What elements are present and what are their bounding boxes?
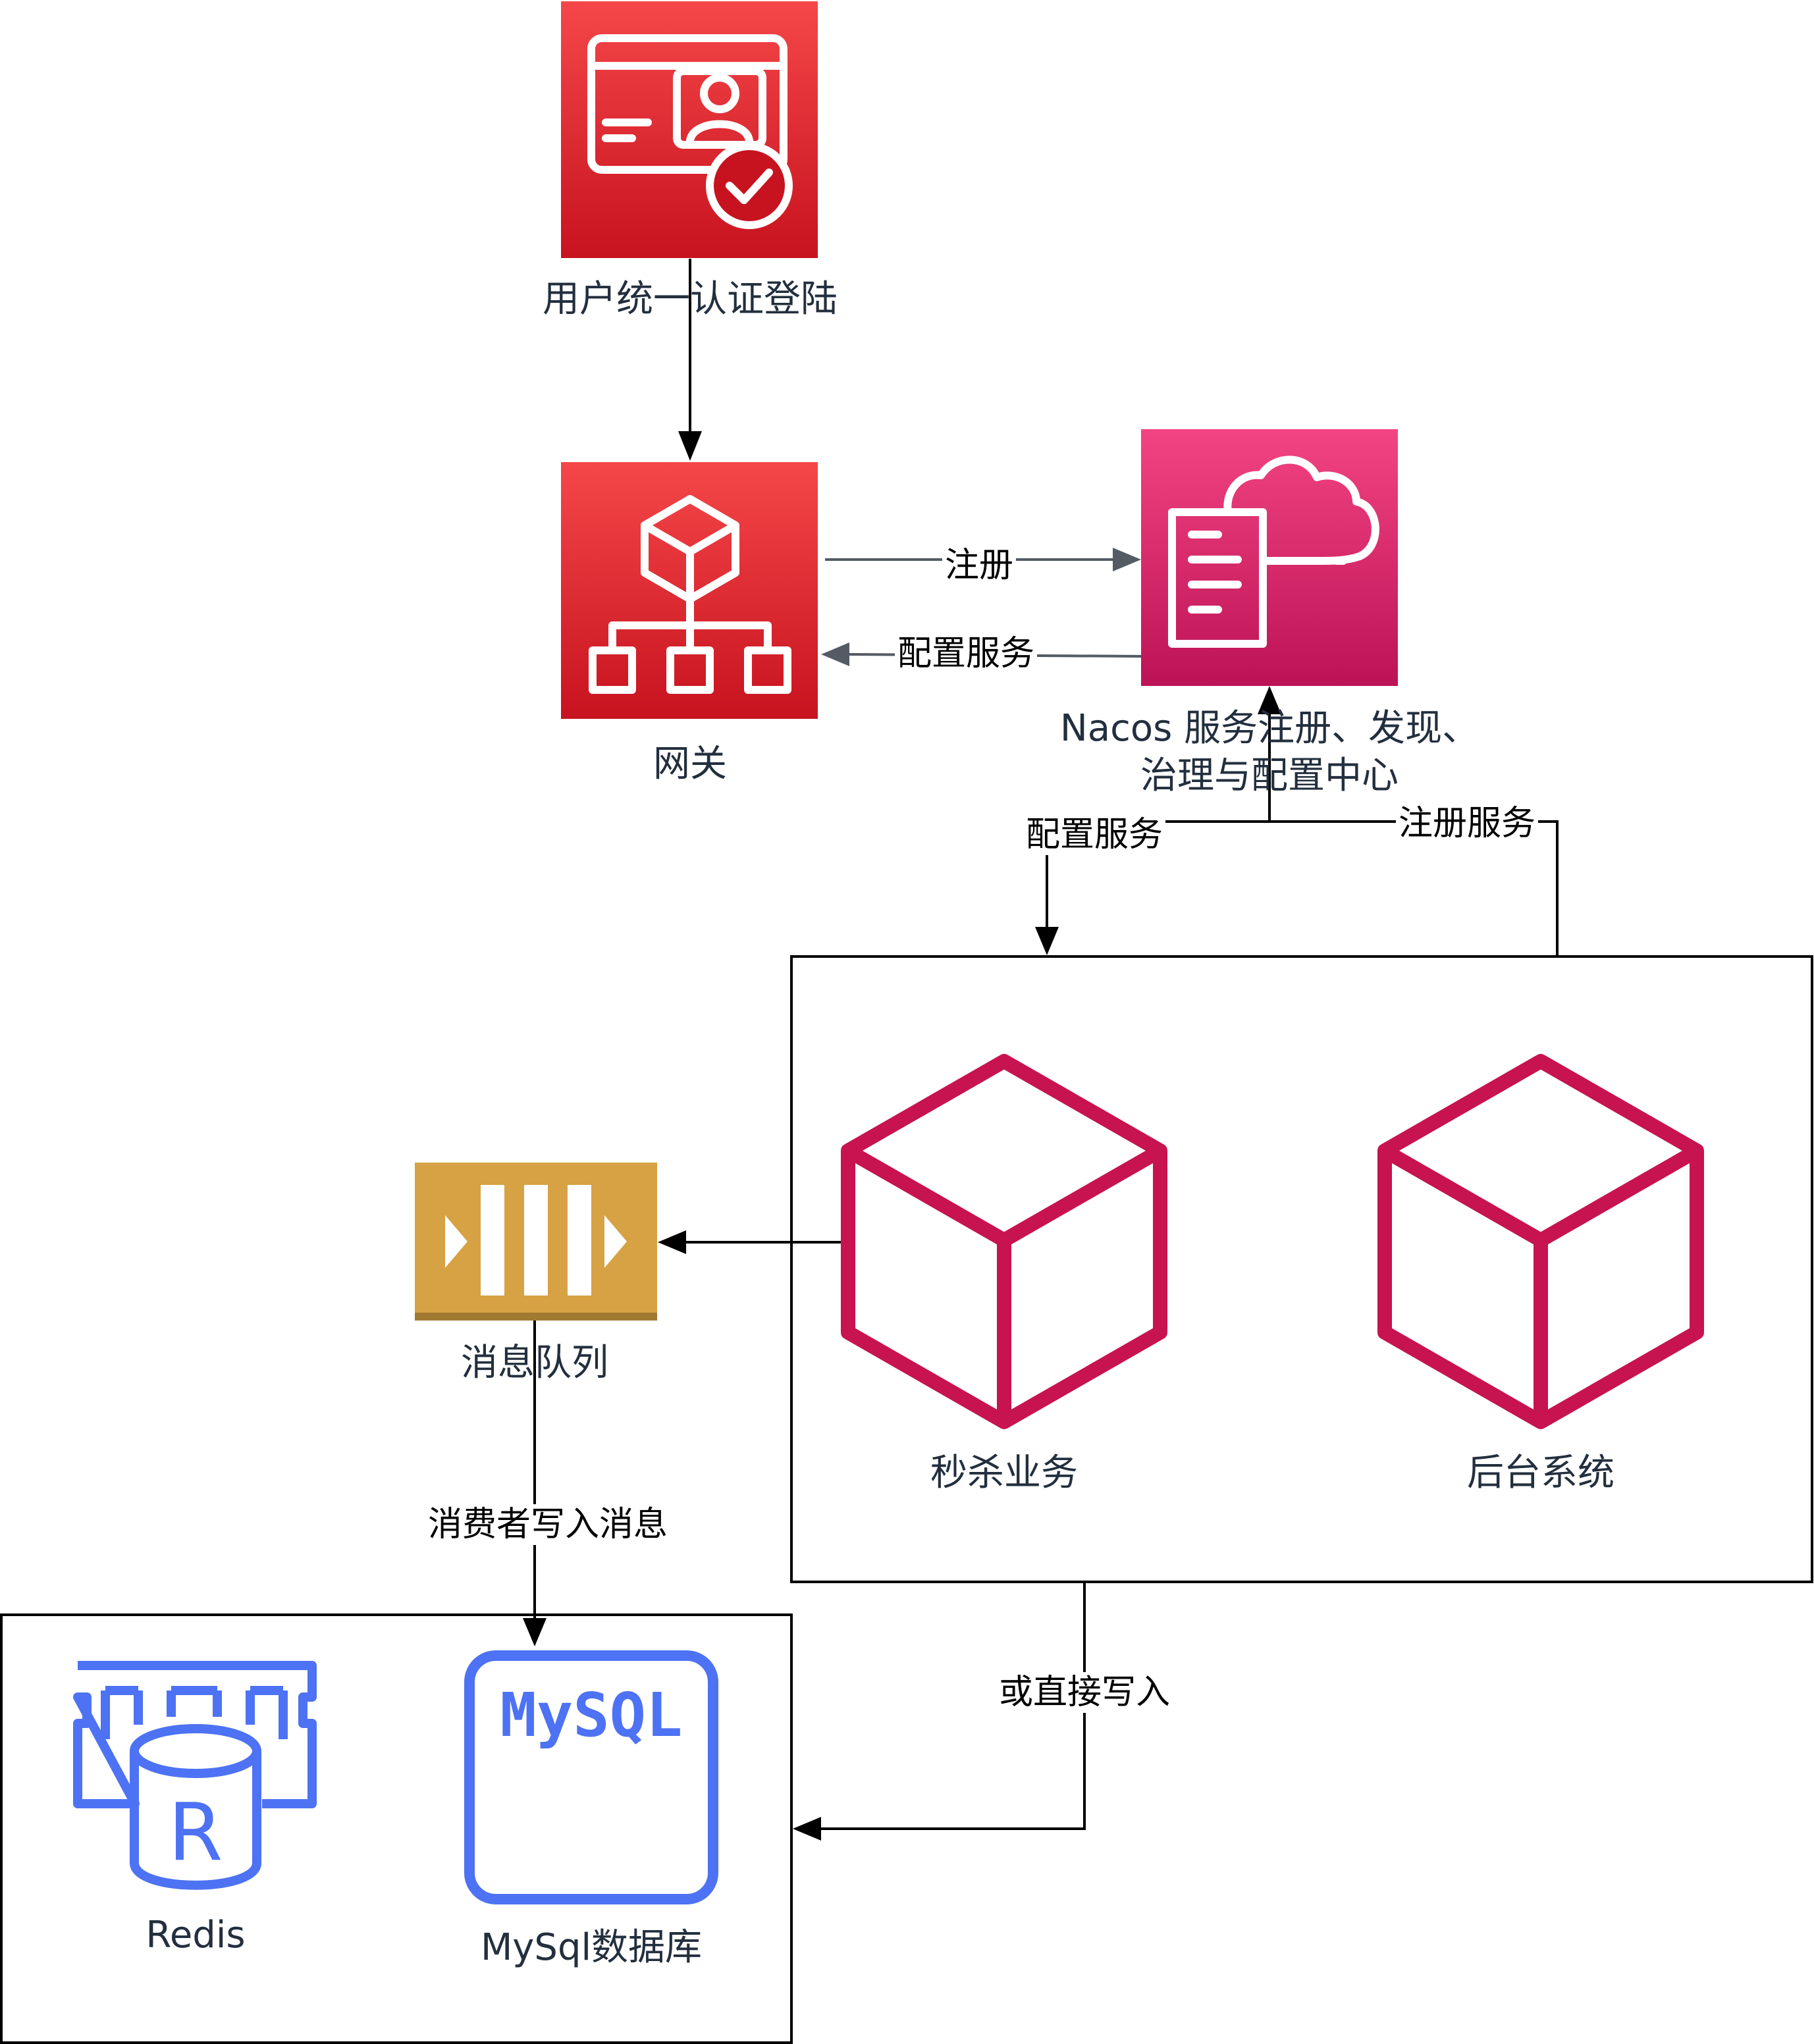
edge-label-config-gateway: 配置服务 bbox=[894, 633, 1038, 675]
backend-label: 后台系统 bbox=[1467, 1452, 1614, 1494]
edge-label-register: 注册 bbox=[942, 545, 1017, 587]
gateway-label: 网关 bbox=[653, 743, 727, 785]
edge-services-direct-storage bbox=[793, 1582, 1086, 1841]
seckill-cube-icon bbox=[841, 1054, 1167, 1429]
redis-icon: R bbox=[73, 1661, 317, 1890]
edge-auth-to-gateway bbox=[678, 259, 702, 461]
edge-label-config-services: 配置服务 bbox=[1023, 814, 1166, 856]
redis-label: Redis bbox=[146, 1914, 246, 1956]
mysql-label: MySql数据库 bbox=[480, 1926, 703, 1969]
edge-seckill-to-mq bbox=[658, 1230, 841, 1254]
edge-label-consumer-write: 消费者写入消息 bbox=[425, 1504, 671, 1546]
message-queue-icon bbox=[415, 1163, 657, 1321]
mq-label: 消息队列 bbox=[461, 1342, 608, 1384]
backend-cube-icon bbox=[1377, 1054, 1704, 1429]
seckill-label: 秒杀业务 bbox=[930, 1452, 1078, 1494]
nacos-label-line1: Nacos 服务注册、发现、 bbox=[1059, 707, 1480, 750]
redis-letter: R bbox=[168, 1787, 223, 1879]
auth-label: 用户统一认证登陆 bbox=[543, 278, 838, 321]
api-gateway-icon bbox=[561, 462, 818, 719]
edge-mq-to-mysql bbox=[523, 1320, 547, 1646]
storage-container bbox=[0, 1613, 793, 2044]
edge-label-register-services: 注册服务 bbox=[1395, 803, 1539, 845]
cloud-config-icon bbox=[1141, 429, 1398, 686]
mysql-logo-text: MySQL bbox=[500, 1680, 683, 1750]
edge-label-direct-write: 或直接写入 bbox=[996, 1672, 1173, 1714]
identity-card-check-icon bbox=[561, 1, 818, 258]
services-container bbox=[790, 955, 1813, 1583]
mysql-icon: MySQL bbox=[464, 1650, 718, 1904]
nacos-label-line2: 治理与配置中心 bbox=[1140, 754, 1399, 797]
